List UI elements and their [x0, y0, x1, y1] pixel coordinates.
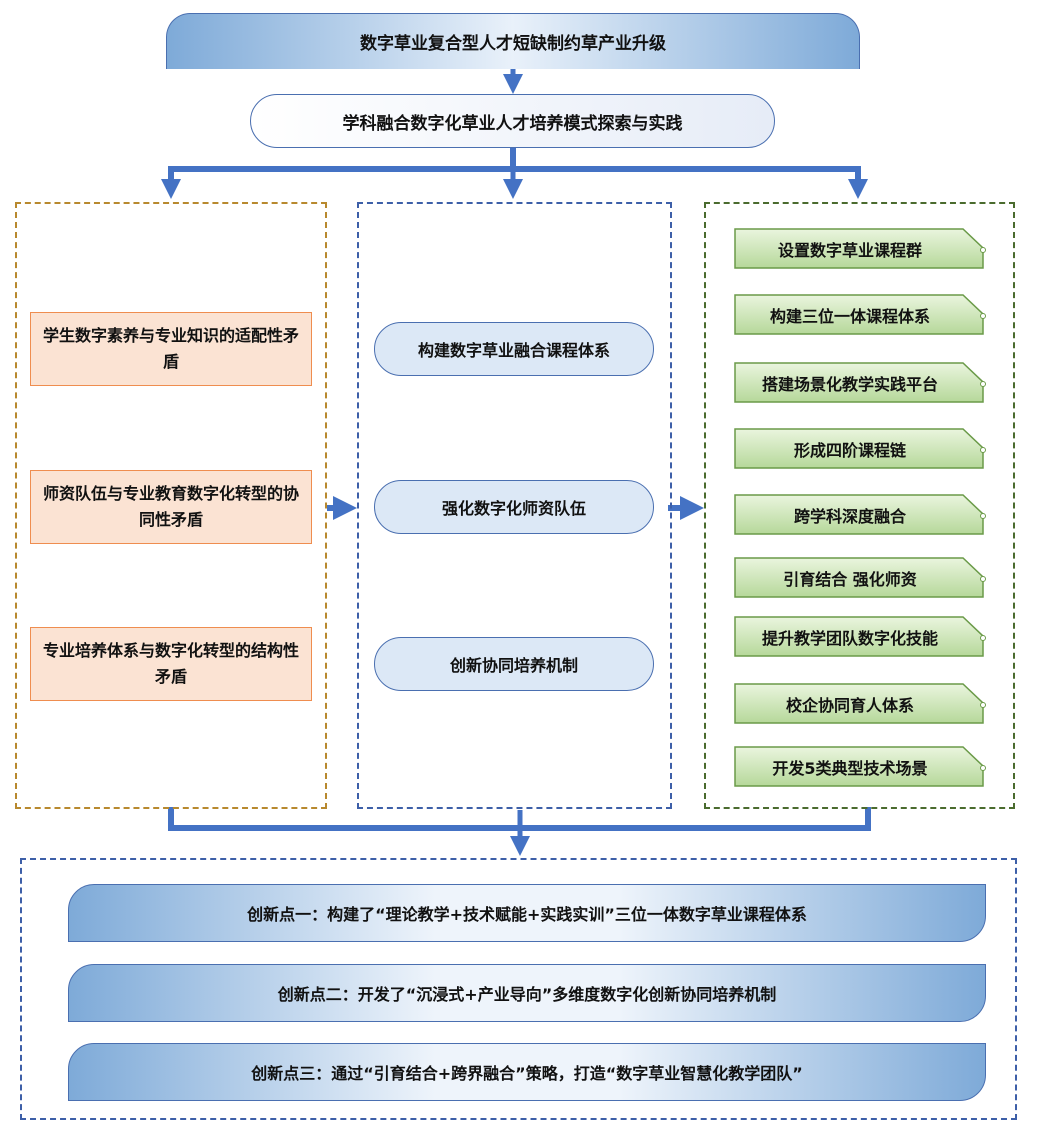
tab-shape — [734, 428, 986, 469]
measure-tab: 引育结合 强化师资 — [734, 557, 986, 598]
measure-tab: 构建三位一体课程体系 — [734, 294, 986, 335]
measure-label: 形成四阶课程链 — [793, 440, 906, 460]
tab-shape — [734, 746, 986, 787]
strategy-pill: 强化数字化师资队伍 — [374, 480, 654, 534]
problem-statement-text: 数字草业复合型人才短缺制约草产业升级 — [360, 34, 666, 54]
tab-shape — [734, 494, 986, 535]
innovation-label: 创新点三：通过“引育结合+跨界融合”策略，打造“数字草业智慧化教学团队” — [251, 1064, 803, 1083]
innovations-container — [20, 858, 1017, 1120]
problem-label: 专业培养体系与数字化转型的结构性矛盾 — [42, 641, 299, 686]
problem-box: 学生数字素养与专业知识的适配性矛盾 — [30, 312, 312, 386]
strategy-label: 构建数字草业融合课程体系 — [417, 341, 610, 360]
measure-tab: 形成四阶课程链 — [734, 428, 986, 469]
main-theme-text: 学科融合数字化草业人才培养模式探索与实践 — [342, 113, 683, 134]
innovation-bar: 创新点三：通过“引育结合+跨界融合”策略，打造“数字草业智慧化教学团队” — [68, 1043, 986, 1101]
measure-label: 跨学科深度融合 — [793, 506, 906, 526]
tab-shape — [734, 557, 986, 598]
strategy-label: 创新协同培养机制 — [449, 656, 578, 675]
innovation-bar: 创新点一：构建了“理论教学+技术赋能+实践实训”三位一体数字草业课程体系 — [68, 884, 986, 942]
problems-column — [15, 202, 327, 809]
measure-label: 构建三位一体课程体系 — [769, 306, 930, 326]
tab-shape — [734, 616, 986, 657]
main-theme-box: 学科融合数字化草业人才培养模式探索与实践 — [250, 94, 775, 148]
measure-label: 提升教学团队数字化技能 — [761, 628, 938, 648]
innovation-label: 创新点一：构建了“理论教学+技术赋能+实践实训”三位一体数字草业课程体系 — [247, 905, 807, 924]
branch-bar — [168, 166, 861, 185]
measures-column — [704, 202, 1015, 809]
problem-box: 专业培养体系与数字化转型的结构性矛盾 — [30, 627, 312, 701]
measure-tab: 搭建场景化教学实践平台 — [734, 362, 986, 403]
strategies-column — [357, 202, 672, 809]
tab-shape — [734, 683, 986, 724]
measure-tab: 跨学科深度融合 — [734, 494, 986, 535]
measure-label: 设置数字草业课程群 — [777, 240, 922, 260]
tab-shape — [734, 362, 986, 403]
problem-label: 师资队伍与专业教育数字化转型的协同性矛盾 — [42, 484, 299, 529]
tab-shape — [734, 294, 986, 335]
problem-box: 师资队伍与专业教育数字化转型的协同性矛盾 — [30, 470, 312, 544]
strategy-pill: 创新协同培养机制 — [374, 637, 654, 691]
tab-shape — [734, 228, 986, 269]
measure-tab: 提升教学团队数字化技能 — [734, 616, 986, 657]
innovation-bar: 创新点二：开发了“沉浸式+产业导向”多维度数字化创新协同培养机制 — [68, 964, 986, 1022]
strategy-label: 强化数字化师资队伍 — [441, 499, 586, 518]
measure-tab: 设置数字草业课程群 — [734, 228, 986, 269]
merge-bar — [168, 807, 871, 831]
measure-tab: 校企协同育人体系 — [734, 683, 986, 724]
measure-tab: 开发5类典型技术场景 — [734, 746, 986, 787]
measure-label: 开发5类典型技术场景 — [772, 758, 928, 778]
problem-statement-header: 数字草业复合型人才短缺制约草产业升级 — [166, 13, 860, 69]
innovation-label: 创新点二：开发了“沉浸式+产业导向”多维度数字化创新协同培养机制 — [277, 985, 777, 1004]
measure-label: 搭建场景化教学实践平台 — [761, 374, 938, 394]
measure-label: 校企协同育人体系 — [785, 695, 914, 715]
strategy-pill: 构建数字草业融合课程体系 — [374, 322, 654, 376]
measure-label: 引育结合 强化师资 — [783, 569, 917, 589]
problem-label: 学生数字素养与专业知识的适配性矛盾 — [42, 326, 299, 371]
